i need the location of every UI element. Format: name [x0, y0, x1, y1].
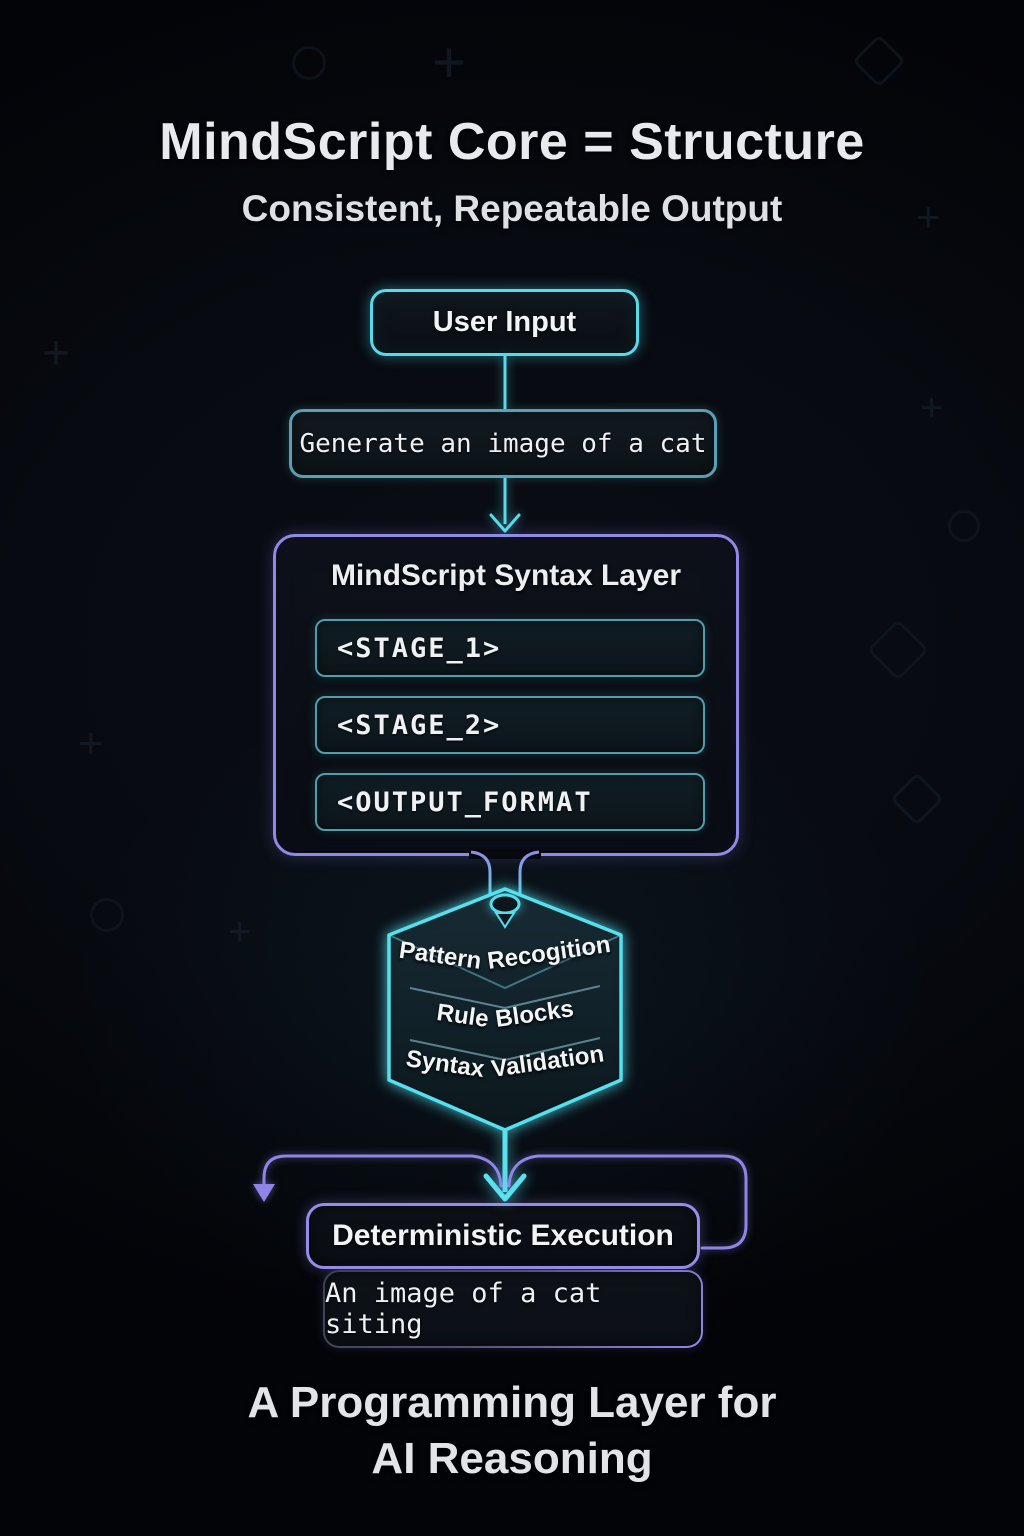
- cube-label-word: Validation: [489, 1040, 606, 1083]
- cube-label-word: Syntax: [404, 1045, 487, 1083]
- branch-left: [253, 1154, 503, 1202]
- cube-label-word: Rule: [434, 998, 490, 1033]
- syntax-layer-container: MindScript Syntax Layer <STAGE_1> <STAGE…: [273, 534, 739, 856]
- execution-label: Deterministic Execution: [332, 1219, 674, 1252]
- cube-inlet-arrow: [494, 912, 516, 929]
- decor-diamond-icon: [890, 772, 944, 826]
- cube-divider: [409, 1037, 601, 1062]
- decor-plus-icon: +: [920, 386, 944, 430]
- decor-diamond-icon: [866, 618, 930, 682]
- decor-ring-icon: [948, 510, 980, 542]
- decor-diamond-icon: [852, 34, 906, 88]
- page-title: MindScript Core = Structure: [159, 113, 865, 171]
- decor-ring-icon: [292, 46, 326, 80]
- cube-inlet-port: [489, 893, 521, 915]
- execution-node: Deterministic Execution: [306, 1203, 700, 1269]
- syntax-token-output-format: <OUTPUT_FORMAT: [315, 773, 705, 831]
- prompt-text: Generate an image of a cat: [299, 428, 707, 459]
- decor-ring-icon: [90, 898, 124, 932]
- cube-label-word: Recogition: [486, 930, 613, 975]
- cube-label-word: Pattern: [397, 936, 483, 975]
- user-input-label: User Input: [432, 306, 577, 338]
- cube-divider: [409, 985, 601, 1010]
- output-text: An image of a cat siting: [325, 1278, 602, 1340]
- syntax-token-label: <STAGE_1>: [337, 632, 502, 664]
- arrow-cube-to-execution: [483, 1131, 527, 1202]
- user-input-node: User Input: [370, 289, 639, 356]
- syntax-token-stage1: <STAGE_1>: [315, 619, 705, 677]
- cube-top-face-edges: [388, 934, 622, 990]
- prompt-node: Generate an image of a cat: [289, 409, 717, 478]
- output-node: An image of a cat siting: [323, 1270, 703, 1348]
- branch-left-arrowhead: [253, 1184, 275, 1202]
- decor-plus-icon: +: [78, 719, 104, 768]
- footer-caption-line1: A Programming Layer for: [247, 1378, 777, 1427]
- footer-caption-line2: AI Reasoning: [371, 1434, 653, 1483]
- cube-label-row: Pattern Recogition: [385, 931, 625, 976]
- cube-label-row: Syntax Validation: [385, 1040, 625, 1084]
- decor-plus-icon: +: [228, 910, 252, 954]
- syntax-layer-title: MindScript Syntax Layer: [330, 559, 682, 592]
- arrow-prompt-to-syntax: [489, 478, 521, 533]
- cube-label-word: Blocks: [493, 995, 576, 1033]
- syntax-token-label: <STAGE_2>: [337, 709, 502, 741]
- cube-label-row: Rule Blocks: [385, 995, 625, 1034]
- decor-plus-icon: +: [432, 30, 466, 95]
- decor-plus-icon: +: [42, 327, 71, 380]
- syntax-token-stage2: <STAGE_2>: [315, 696, 705, 754]
- syntax-token-label: <OUTPUT_FORMAT: [337, 786, 593, 818]
- engine-cube: [387, 887, 623, 1132]
- page-subtitle: Consistent, Repeatable Output: [241, 188, 783, 229]
